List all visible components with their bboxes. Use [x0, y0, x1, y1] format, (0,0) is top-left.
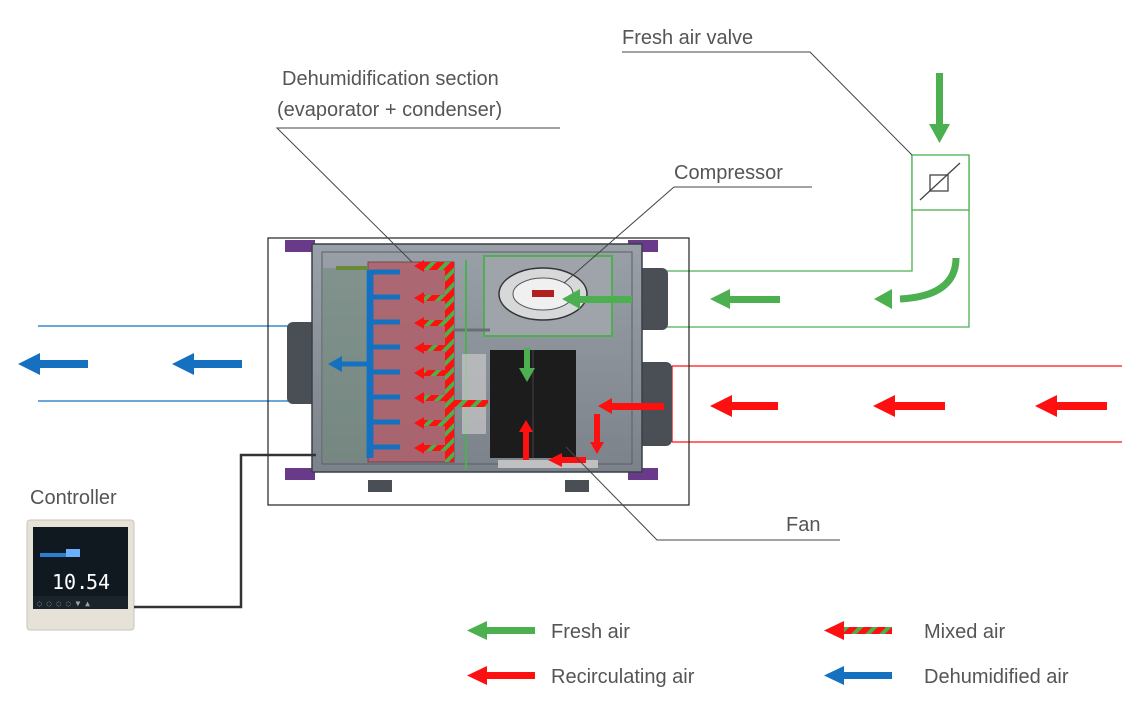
controller-value-right: 54 — [86, 570, 110, 594]
legend-item-fresh-air: Fresh air — [467, 621, 630, 643]
mixed-air-channel — [414, 260, 488, 462]
dehumidified-air-arrows — [18, 353, 242, 375]
recirculating-air-internal — [519, 398, 664, 467]
dehumidified-air-arrow — [328, 356, 342, 372]
controller-device: 10. 54 ◌ ◌ ◌ ◌ ▼ ▲ — [26, 519, 135, 631]
dehumidification-section-label: Dehumidification section — [282, 68, 499, 90]
dehumidified-air-distribution — [340, 269, 400, 458]
fresh-air-arrows — [519, 73, 960, 382]
legend: Fresh air Mixed air Recirculating air De… — [467, 621, 1069, 688]
controller-button-icons: ◌ ◌ ◌ ◌ ▼ ▲ — [37, 599, 90, 608]
controller-cable — [134, 453, 316, 609]
legend-item-mixed-air: Mixed air — [824, 621, 1005, 643]
controller-value-left: 10. — [52, 570, 88, 594]
dehumidification-coil — [367, 261, 455, 463]
svg-text:Recirculating air: Recirculating air — [551, 666, 695, 688]
fresh-air-valve-label: Fresh air valve — [622, 27, 753, 49]
legend-item-recirculating-air: Recirculating air — [467, 666, 695, 688]
dehumidification-section-sublabel: (evaporator + condenser) — [277, 99, 502, 121]
fresh-air-valve — [911, 154, 970, 211]
supply-duct — [38, 325, 292, 402]
fan-label: Fan — [786, 514, 820, 536]
compressor-label: Compressor — [674, 162, 783, 184]
legend-item-dehumidified-air: Dehumidified air — [824, 666, 1069, 688]
leader-lines — [275, 51, 913, 541]
recirculating-air-arrows — [710, 395, 1107, 417]
svg-text:Fresh air: Fresh air — [551, 621, 630, 643]
svg-text:Mixed air: Mixed air — [924, 621, 1005, 643]
svg-text:Dehumidified air: Dehumidified air — [924, 666, 1069, 688]
outlet-collar — [287, 322, 319, 404]
unit-frame — [267, 237, 690, 506]
controller-label: Controller — [30, 487, 117, 509]
